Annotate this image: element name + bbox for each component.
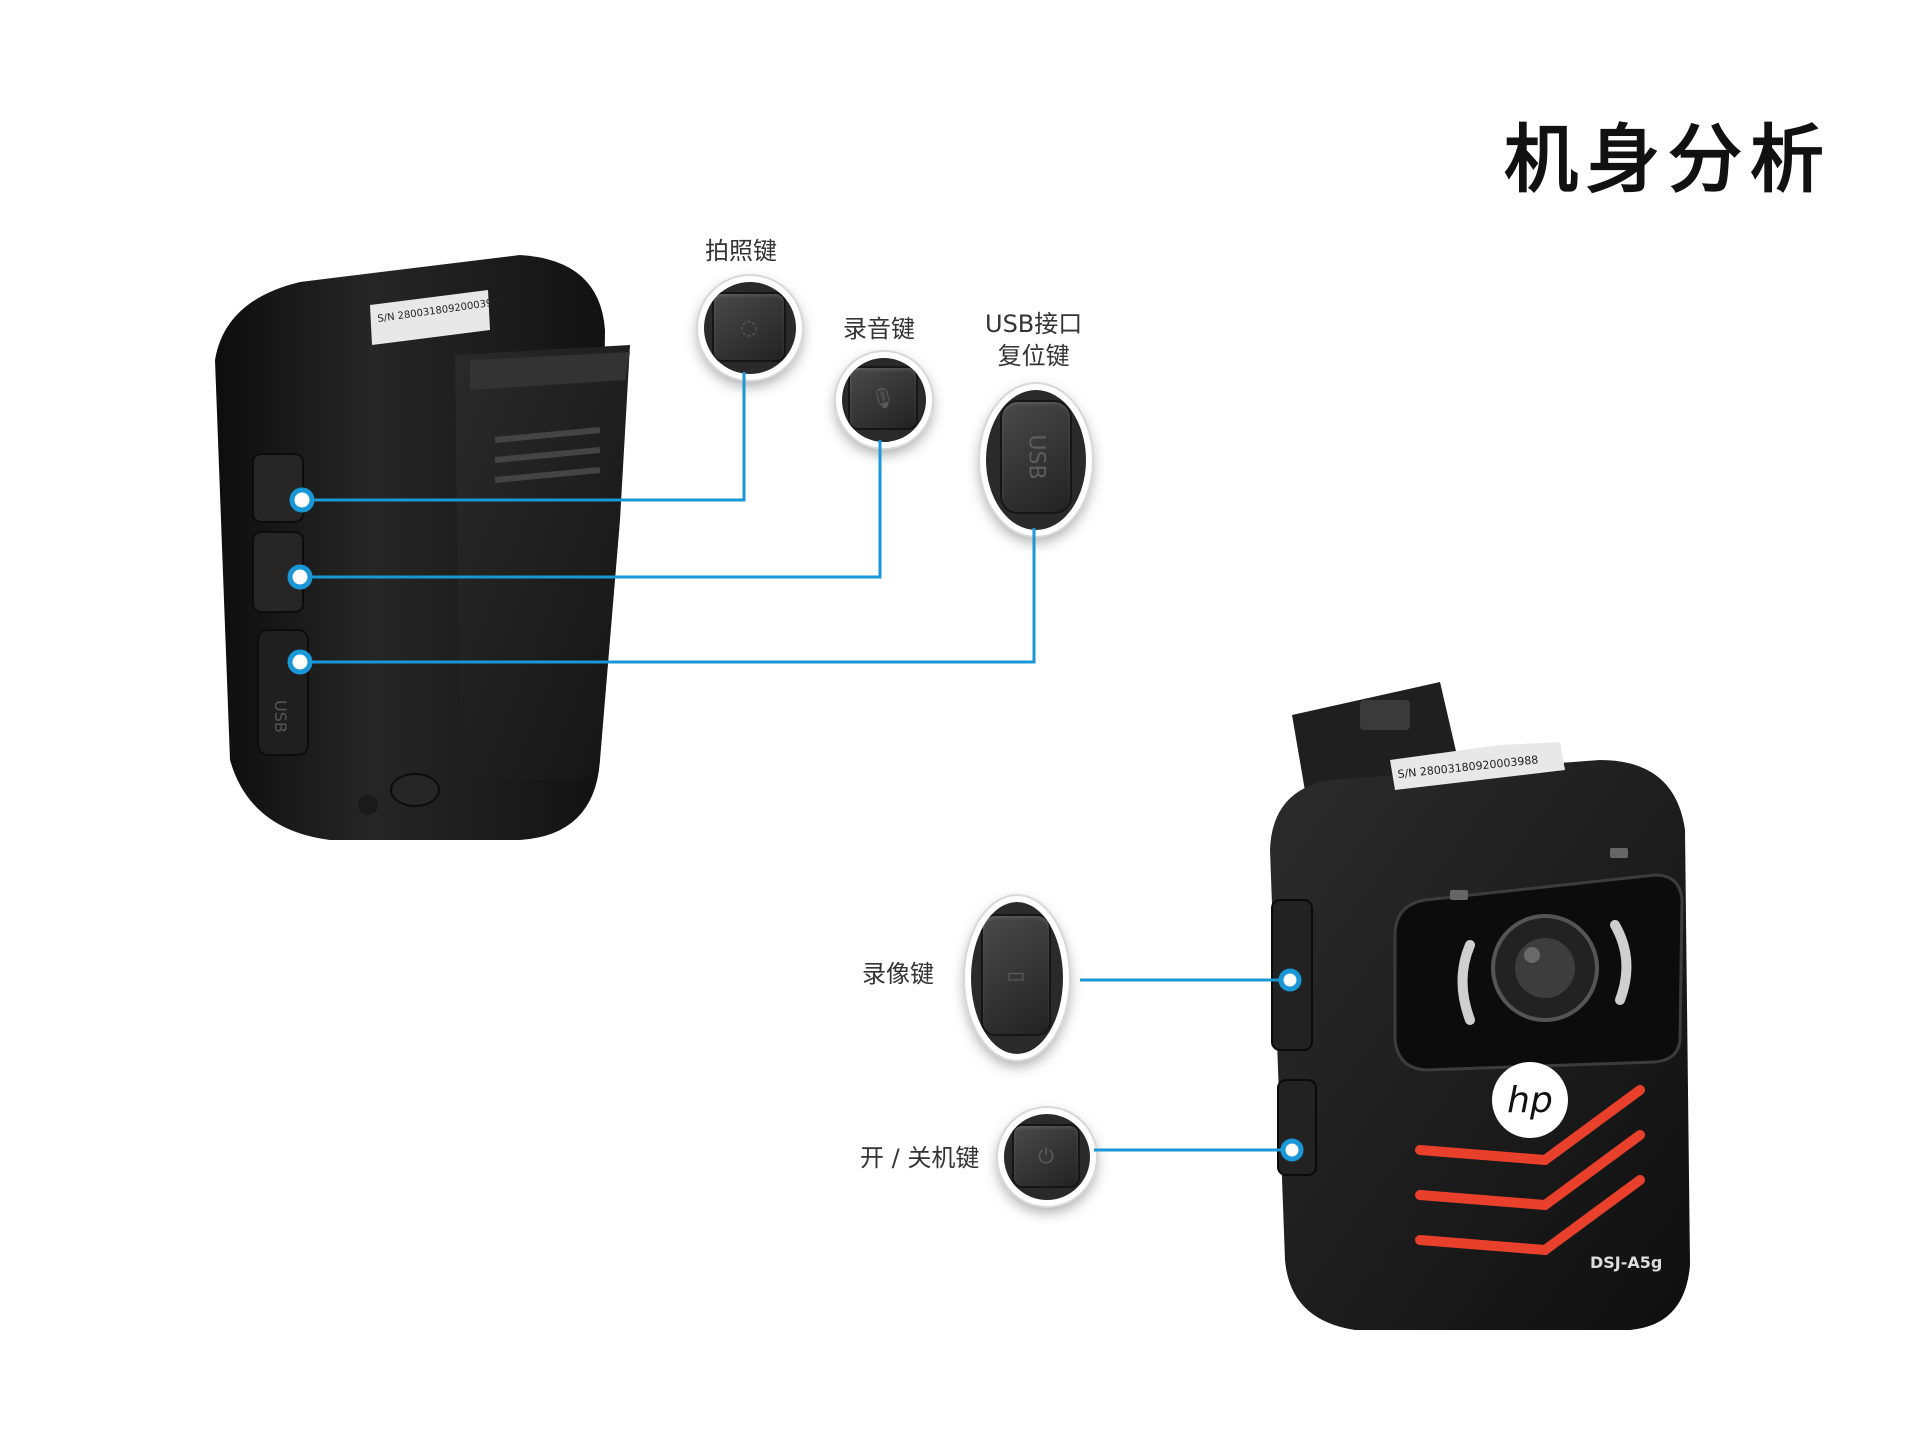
clip-top xyxy=(470,352,630,390)
callout-dot-usb xyxy=(287,649,313,675)
video-icon: ▭ xyxy=(1006,963,1026,987)
zoom-record-audio-key: 🎙 xyxy=(836,352,932,448)
callout-dot-video xyxy=(1278,968,1302,992)
ir-light-left xyxy=(1457,940,1475,1025)
clip-latch xyxy=(1360,700,1410,730)
record-video-button-closeup: ▭ xyxy=(981,914,1051,1036)
indicator-right xyxy=(1610,848,1628,858)
red-stripe-2 xyxy=(1415,1130,1645,1211)
power-button-closeup: ⏻ xyxy=(1012,1124,1080,1188)
callout-line-usb xyxy=(300,528,1036,664)
label-power-key: 开 / 关机键 xyxy=(860,1144,980,1172)
usb-text: USB xyxy=(271,700,290,733)
lens-glare xyxy=(1524,947,1540,963)
bottom-port xyxy=(358,795,378,815)
camera-icon: ◌ xyxy=(740,315,758,339)
record-audio-button-closeup: 🎙 xyxy=(848,366,918,430)
sn-label xyxy=(370,290,490,345)
label-record-video-key: 录像键 xyxy=(862,960,934,988)
hp-logo xyxy=(1492,1062,1568,1138)
front-sn-label xyxy=(1390,742,1565,790)
microphone-icon: 🎙 xyxy=(870,386,896,410)
ir-light-right xyxy=(1610,920,1632,1005)
red-stripe-1 xyxy=(1415,1085,1645,1166)
zoom-usb-port: USB xyxy=(980,384,1092,536)
zoom-power-key: ⏻ xyxy=(998,1108,1096,1206)
zoom-photo-key: ◌ xyxy=(698,276,802,380)
brand-text: hp xyxy=(1507,1080,1553,1121)
model-text: DSJ-A5g xyxy=(1590,1253,1662,1272)
callout-line-photo xyxy=(302,372,746,502)
label-usb-port-line2: 复位键 xyxy=(997,342,1070,370)
bottom-button xyxy=(390,773,440,807)
callout-dot-audio xyxy=(287,564,313,590)
photo-button-closeup: ◌ xyxy=(712,292,786,362)
page-title: 机身分析 xyxy=(1504,117,1832,203)
label-usb-port: USB接口 复位键 xyxy=(985,308,1082,372)
label-photo-key: 拍照键 xyxy=(705,237,777,265)
label-usb-port-line1: USB接口 xyxy=(985,310,1083,338)
label-record-audio-key: 录音键 xyxy=(843,315,915,343)
red-stripe-3 xyxy=(1415,1175,1645,1256)
power-icon: ⏻ xyxy=(1038,1144,1054,1168)
clip-grips xyxy=(494,427,601,483)
indicator-left xyxy=(1450,890,1468,900)
callout-line-audio xyxy=(300,440,882,579)
usb-cover-closeup: USB xyxy=(1000,400,1072,514)
callout-dot-photo xyxy=(289,487,315,513)
zoom-record-video-key: ▭ xyxy=(965,896,1069,1060)
callout-dot-power xyxy=(1280,1138,1304,1162)
